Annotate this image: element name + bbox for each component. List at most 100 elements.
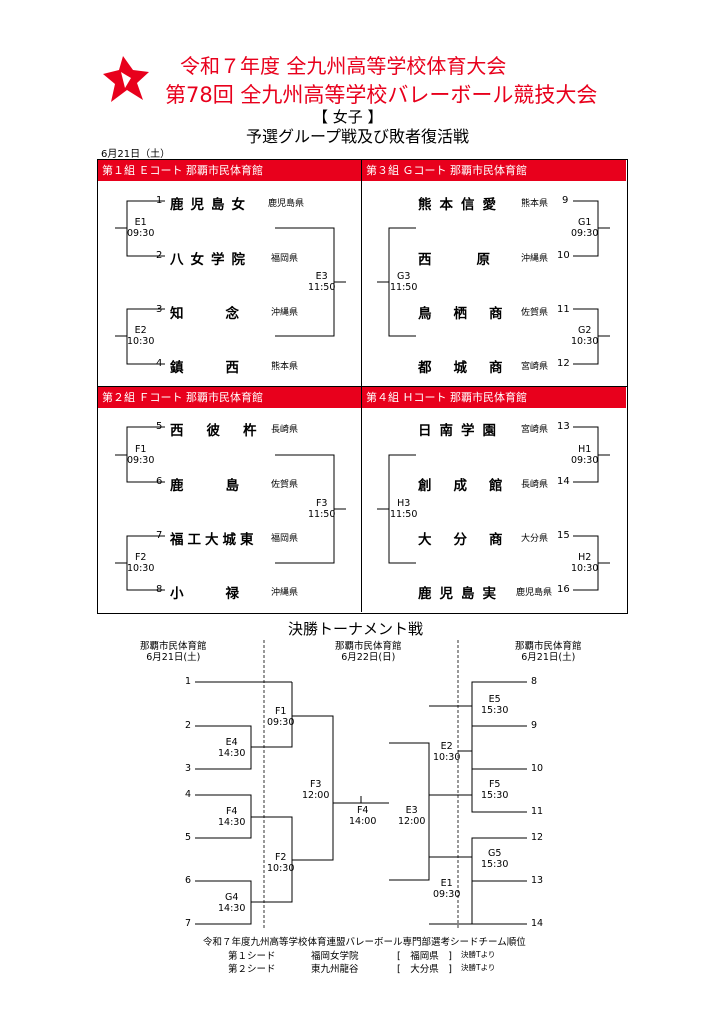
- slot-number: 8: [531, 676, 538, 687]
- slot-number: 7: [185, 918, 192, 929]
- team-number: 9: [562, 195, 569, 206]
- seed-note: 決勝Tより: [461, 950, 496, 959]
- team-name: 鹿 島: [170, 478, 244, 494]
- team-prefecture: 大分県: [521, 534, 549, 544]
- team-number: 5: [156, 421, 163, 432]
- panel-divider: [361, 159, 362, 612]
- team-prefecture: 福岡県: [271, 254, 299, 264]
- team-number: 10: [557, 250, 570, 261]
- slot-number: 1: [185, 676, 192, 687]
- seed-rank: 第１シード: [228, 951, 276, 962]
- team-name: 小 禄: [170, 586, 244, 602]
- seed-rank: 第２シード: [228, 964, 276, 975]
- team-prefecture: 佐賀県: [521, 308, 549, 318]
- slot-number: 5: [185, 832, 192, 843]
- team-prefecture: 福岡県: [271, 534, 299, 544]
- seed-prefecture: [ 福岡県 ]: [397, 951, 452, 962]
- team-number: 15: [557, 530, 570, 541]
- team-name: 熊本信愛: [418, 197, 504, 213]
- team-name: 八女学院: [170, 252, 252, 268]
- team-prefecture: 長崎県: [271, 425, 299, 435]
- slot-number: 11: [531, 806, 544, 817]
- triangle-star-logo-icon: [103, 56, 149, 102]
- team-number: 7: [156, 530, 163, 541]
- seed-team: 東九州龍谷: [311, 964, 359, 975]
- slot-number: 4: [185, 789, 192, 800]
- group-1-header: 第１組 Ｅコート 那覇市民体育館: [98, 160, 361, 181]
- team-prefecture: 沖縄県: [521, 254, 549, 264]
- seed-team: 福岡女学院: [311, 951, 359, 962]
- group-2-header: 第２組 Ｆコート 那覇市民体育館: [98, 387, 361, 408]
- team-name: 知 念: [170, 306, 244, 322]
- slot-number: 13: [531, 875, 544, 886]
- team-number: 14: [557, 476, 570, 487]
- slot-number: 14: [531, 918, 544, 929]
- slot-number: 6: [185, 875, 192, 886]
- group-4-header: 第４組 Ｈコート 那覇市民体育館: [362, 387, 626, 408]
- slot-number: 10: [531, 763, 544, 774]
- group-date: 6月21日（土）: [101, 149, 171, 160]
- team-prefecture: 沖縄県: [271, 308, 299, 318]
- team-name: 福工大城東: [170, 532, 258, 548]
- team-number: 12: [557, 358, 570, 369]
- team-number: 4: [156, 358, 163, 369]
- knockout-title: 決勝トーナメント戦: [288, 620, 424, 638]
- slot-number: 3: [185, 763, 192, 774]
- team-prefecture: 熊本県: [521, 199, 549, 209]
- team-number: 16: [557, 584, 570, 595]
- panel-divider: [97, 386, 627, 387]
- division-label: 【 女子 】: [313, 108, 383, 126]
- team-prefecture: 宮崎県: [521, 362, 549, 372]
- event-title: 令和７年度 全九州高等学校体育大会: [180, 54, 507, 78]
- seed-title: 令和７年度九州高等学校体育連盟バレーボール専門部選考シードチーム順位: [203, 937, 526, 948]
- seed-note: 決勝Tより: [461, 963, 496, 972]
- team-name: 創成館: [418, 478, 525, 494]
- team-number: 11: [557, 304, 570, 315]
- team-prefecture: 鹿児島県: [268, 199, 305, 209]
- team-prefecture: 長崎県: [521, 480, 549, 490]
- team-name: 日南学園: [418, 423, 504, 439]
- team-number: 3: [156, 304, 163, 315]
- team-number: 6: [156, 476, 163, 487]
- slot-number: 12: [531, 832, 544, 843]
- team-name: 鹿児島実: [418, 586, 504, 602]
- team-prefecture: 沖縄県: [271, 588, 299, 598]
- team-name: 鎮 西: [170, 360, 244, 376]
- team-prefecture: 宮崎県: [521, 425, 549, 435]
- team-number: 1: [156, 195, 163, 206]
- team-prefecture: 鹿児島県: [516, 588, 553, 598]
- tournament-title: 第78回 全九州高等学校バレーボール競技大会: [165, 83, 598, 107]
- team-prefecture: 熊本県: [271, 362, 299, 372]
- group-3-header: 第３組 Ｇコート 那覇市民体育館: [362, 160, 626, 181]
- team-name: 西 原: [418, 252, 496, 268]
- team-number: 8: [156, 584, 163, 595]
